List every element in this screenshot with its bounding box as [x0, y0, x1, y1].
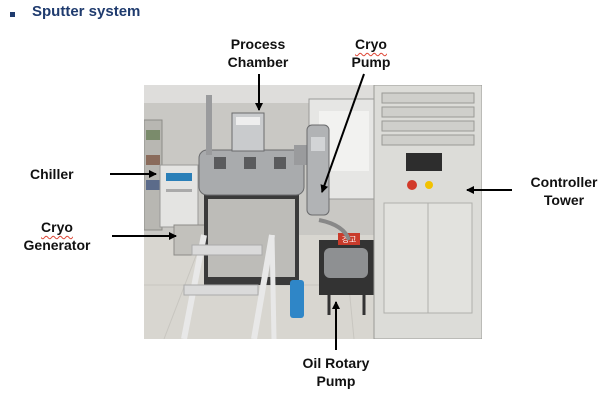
label-chiller: Chiller	[30, 166, 74, 182]
sputter-system-photo: 경고	[144, 85, 482, 339]
page-title: Sputter system	[32, 3, 141, 20]
heading-bullet	[10, 12, 15, 17]
label-cryo-generator: Cryo Generator	[23, 219, 91, 253]
arrow-cryo-pump	[320, 73, 365, 193]
label-process-chamber: Process Chamber	[227, 36, 289, 70]
label-controller-tower: Controller Tower	[530, 174, 598, 208]
label-oil-rotary-pump: Oil Rotary Pump	[302, 355, 370, 389]
label-cryo-pump: Cryo Pump	[351, 36, 391, 70]
